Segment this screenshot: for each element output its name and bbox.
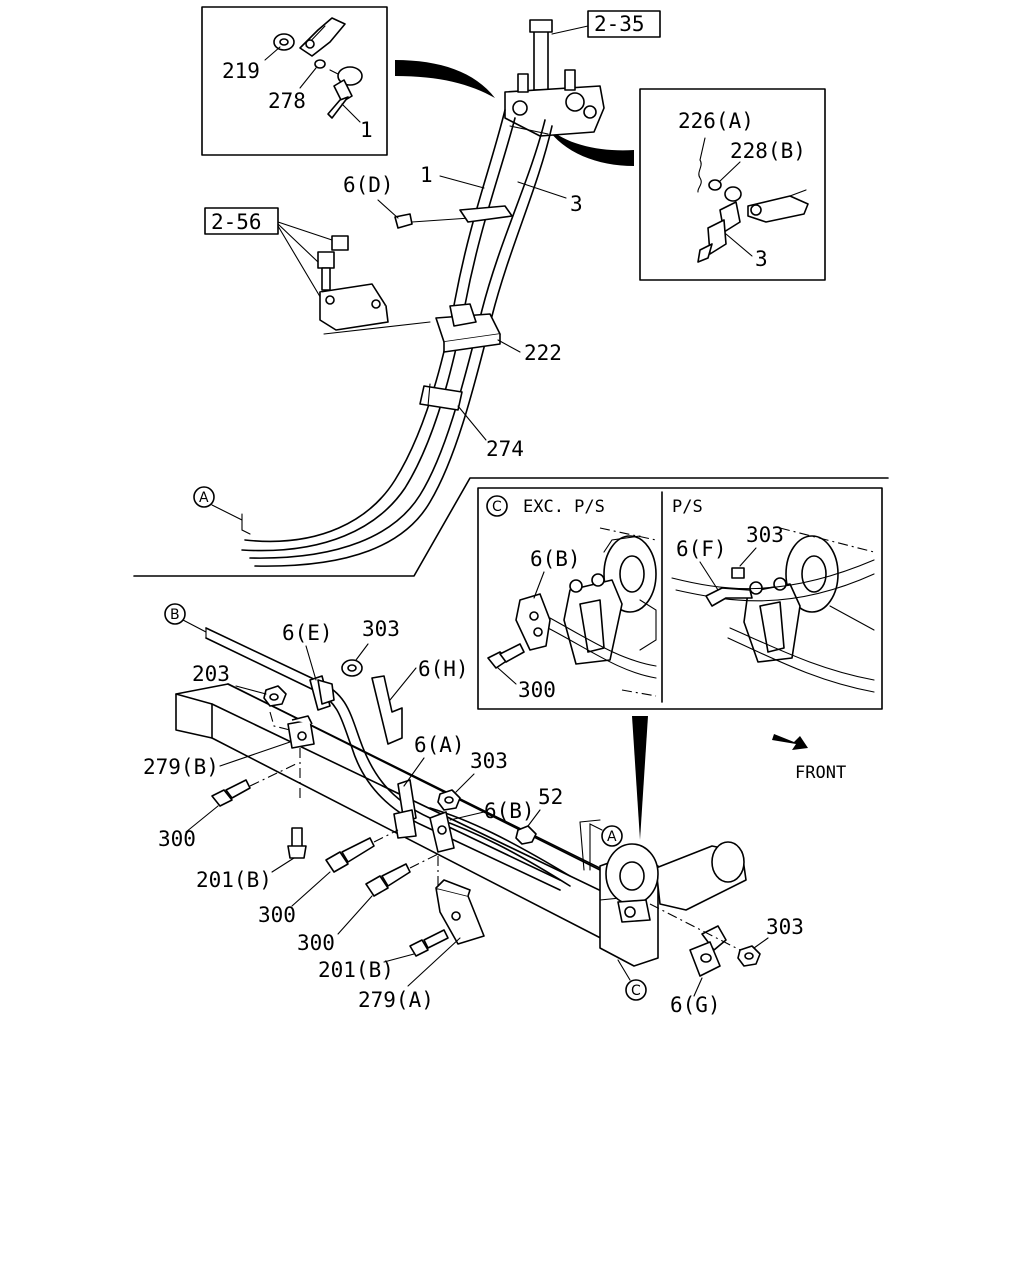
callout-arrow-right	[545, 125, 634, 166]
label-219: 219	[222, 59, 260, 83]
label-6d: 6(D)	[343, 173, 394, 197]
label-222: 222	[524, 341, 562, 365]
part-201b-bolt-b	[409, 929, 449, 957]
ref-circle-c-inset-text: C	[492, 499, 502, 515]
part-278-washer	[314, 59, 326, 69]
label-300-b: 300	[258, 903, 296, 927]
control-cables	[241, 109, 553, 567]
ps-mechanism	[671, 527, 875, 693]
label-3: 3	[570, 192, 583, 216]
ref-2-56: 2-56	[211, 210, 262, 234]
label-6f-inset: 6(F)	[676, 537, 727, 561]
inset-box-steering-detail: C EXC. P/S P/S 6(B) 300	[477, 487, 883, 710]
ref-circle-a-lower-text: A	[607, 829, 617, 845]
label-279a: 279(A)	[358, 988, 434, 1012]
ref-circle-c-lower	[625, 979, 647, 1001]
lever-housing	[504, 19, 605, 137]
ref-2-35: 2-35	[594, 12, 645, 36]
label-exc-ps: EXC. P/S	[523, 497, 605, 517]
lever-arm-2	[747, 189, 809, 223]
bell-crank	[605, 843, 659, 923]
part-3-cable-end	[697, 186, 753, 263]
label-303-b: 303	[470, 749, 508, 773]
label-300-inset: 300	[518, 678, 556, 702]
part-6d-clamp	[394, 213, 471, 229]
label-300-a: 300	[158, 827, 196, 851]
ref-circle-a-upper-text: A	[199, 490, 209, 506]
label-ps: P/S	[672, 497, 703, 517]
label-6h: 6(H)	[418, 657, 469, 681]
part-226a-pin	[697, 137, 706, 193]
part-6b-clamp	[429, 811, 455, 853]
part-6e-clamp	[309, 675, 335, 711]
cable-bracket	[459, 205, 513, 223]
part-274-grommet	[419, 383, 463, 411]
label-303-c: 303	[766, 915, 804, 939]
ref-circle-b	[164, 603, 186, 625]
part-279b-bracket	[269, 711, 315, 800]
part-201b-bolt-a	[287, 827, 307, 859]
ref-circle-a-lower	[601, 825, 623, 847]
part-6h-bracket	[371, 675, 403, 745]
label-front: FRONT	[795, 763, 846, 783]
ref-circle-c-lower-text: C	[631, 983, 641, 999]
lower-cables	[205, 627, 571, 891]
frame-rail	[175, 683, 659, 967]
lever-arm	[299, 17, 346, 57]
label-1-inset: 1	[360, 118, 373, 142]
part-228b-washer	[708, 161, 741, 191]
label-52: 52	[538, 785, 563, 809]
label-3-inset: 3	[755, 247, 768, 271]
label-1: 1	[420, 163, 433, 187]
label-6e: 6(E)	[282, 621, 333, 645]
ref-box-2-56	[204, 207, 279, 235]
label-274: 274	[486, 437, 524, 461]
front-arrow	[772, 734, 808, 750]
part-6a-clamp	[393, 779, 417, 839]
part-1-rod-end	[327, 66, 363, 119]
label-300-c: 300	[297, 931, 335, 955]
inset-box-cable-end: 226(A) 228(B) 3	[639, 88, 826, 281]
label-6g: 6(G)	[670, 993, 721, 1017]
label-6a: 6(A)	[414, 733, 465, 757]
part-300-bolt-b	[325, 829, 399, 873]
part-6f-clamp-inset	[705, 567, 753, 607]
part-300-bolt-c	[365, 853, 439, 897]
section-divider	[133, 477, 889, 577]
ref-box-2-35	[587, 10, 661, 38]
callout-arrow-down	[632, 716, 648, 840]
ref-circle-b-text: B	[170, 607, 180, 623]
part-6g-clamp	[649, 903, 741, 977]
part-303-nut-b	[437, 789, 461, 811]
ref-circle-c-inset	[486, 495, 508, 517]
inset-box-clevis: 219 278 1	[201, 6, 388, 156]
label-303-inset: 303	[746, 523, 784, 547]
label-279b: 279(B)	[143, 755, 219, 779]
exc-ps-mechanism	[547, 527, 657, 697]
part-279a-bracket	[435, 856, 485, 945]
label-278: 278	[268, 89, 306, 113]
label-226a: 226(A)	[678, 109, 754, 133]
part-219-washer	[273, 33, 295, 51]
label-228b: 228(B)	[730, 139, 806, 163]
label-6b-inset: 6(B)	[530, 547, 581, 571]
label-203: 203	[192, 662, 230, 686]
part-300-bolt-inset	[487, 643, 525, 669]
cross-member	[579, 819, 747, 911]
part-203-nut	[263, 685, 287, 707]
label-201b-a: 201(B)	[196, 868, 272, 892]
part-6b-clamp-inset	[515, 593, 551, 651]
label-303-a: 303	[362, 617, 400, 641]
part-303-nut-c	[737, 945, 761, 967]
bracket-2-56	[317, 235, 431, 335]
part-303-nut-a	[341, 659, 363, 677]
callout-arrow-left	[395, 60, 495, 98]
label-201b-b: 201(B)	[318, 958, 394, 982]
label-6b: 6(B)	[484, 799, 535, 823]
part-222-clamp	[435, 303, 501, 353]
ref-circle-a-upper	[193, 486, 215, 508]
part-300-bolt-a	[211, 779, 251, 807]
